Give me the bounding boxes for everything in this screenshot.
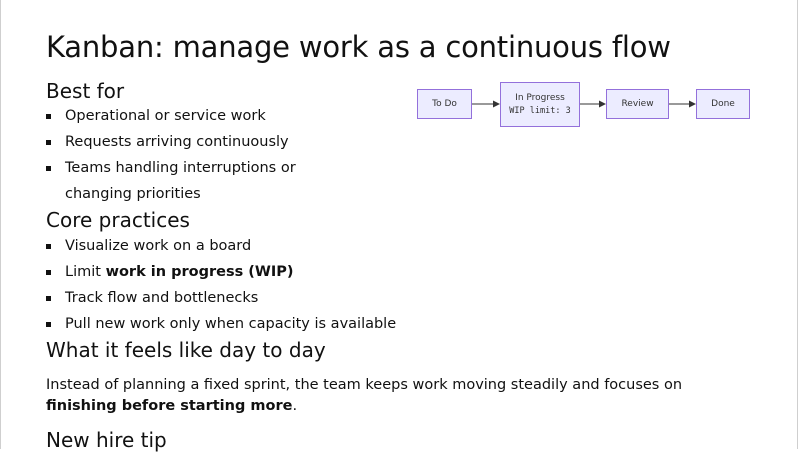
bullet-square-icon [46,166,51,171]
list-item-text: Visualize work on a board [65,238,252,254]
node-label: Review [621,98,654,109]
kanban-flow-diagram: To Do In Progress WIP limit: 3 Review Do… [416,82,752,128]
list-item: Track flow and bottlenecks [46,285,396,311]
paragraph-bold-text: finishing before starting more [46,398,293,414]
list-item-bold-text: work in progress (WIP) [105,264,294,280]
new-hire-tip-heading: New hire tip [46,428,167,452]
diagram-edges [472,100,696,108]
day-to-day-heading: What it feels like day to day [46,338,326,362]
node-to-do: To Do [417,89,472,119]
list-item-text: Track flow and bottlenecks [65,290,259,306]
node-label: Done [711,98,735,109]
slide-title: Kanban: manage work as a continuous flow [46,30,671,64]
node-label: To Do [432,98,457,109]
paragraph-text-end: . [292,398,298,414]
bullet-square-icon [46,244,51,249]
list-item: Visualize work on a board [46,233,396,259]
list-item: Requests arriving continuously [46,129,365,155]
node-review: Review [606,89,669,119]
list-item: Pull new work only when capacity is avai… [46,311,396,337]
list-item: Operational or service work [46,103,365,129]
bullet-square-icon [46,140,51,145]
list-item-text: Teams handling interruptions or changing… [65,160,296,202]
core-practices-heading: Core practices [46,208,190,232]
node-done: Done [696,89,750,119]
node-in-progress: In Progress WIP limit: 3 [500,82,580,127]
list-item: Teams handling interruptions or changing… [46,155,365,207]
core-practices-list: Visualize work on a board Limit work in … [46,233,396,337]
list-item-text: Requests arriving continuously [65,134,289,150]
node-sublabel: WIP limit: 3 [509,105,571,116]
best-for-list: Operational or service work Requests arr… [46,103,365,207]
bullet-square-icon [46,322,51,327]
bullet-square-icon [46,114,51,119]
list-item-text: Limit [65,264,106,280]
day-to-day-paragraph: Instead of planning a fixed sprint, the … [46,375,736,417]
paragraph-text: Instead of planning a fixed sprint, the … [46,377,683,393]
list-item: Limit work in progress (WIP) [46,259,396,285]
node-label: In Progress [515,92,565,103]
bullet-square-icon [46,270,51,275]
best-for-heading: Best for [46,79,125,103]
bullet-square-icon [46,296,51,301]
list-item-text: Pull new work only when capacity is avai… [65,316,397,332]
list-item-text: Operational or service work [65,108,266,124]
